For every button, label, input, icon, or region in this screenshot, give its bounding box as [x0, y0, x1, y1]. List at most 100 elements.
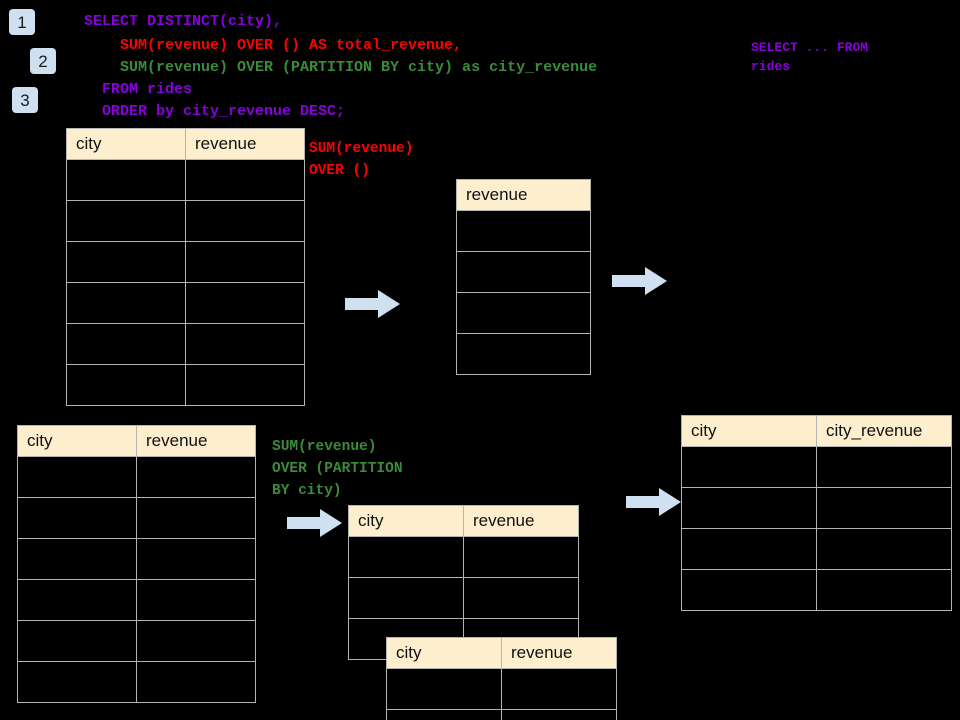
table-cell [456, 210, 591, 252]
table-cell [66, 282, 186, 324]
step-badge-2-label: 2 [38, 51, 48, 71]
table-cell [66, 159, 186, 201]
table-cell [386, 709, 502, 720]
arrow-partition-to-result [626, 488, 681, 516]
arrow-rides-to-partition [287, 509, 342, 537]
table-cell [816, 487, 952, 529]
table-cell [17, 620, 137, 662]
table-cell [348, 577, 464, 619]
table-cell [816, 569, 952, 611]
table-cell [17, 497, 137, 539]
table-cell [185, 200, 305, 242]
table-cell [185, 282, 305, 324]
column-header-city: city [66, 128, 186, 160]
table-row [386, 668, 617, 710]
table-cell [17, 456, 137, 498]
table-cell [136, 620, 256, 662]
arrow-rides-to-total [345, 290, 400, 318]
table-row [456, 251, 591, 293]
table-row [17, 579, 256, 621]
table-cell [501, 709, 617, 720]
table-row [681, 446, 952, 488]
table-row [17, 497, 256, 539]
table-cell [681, 569, 817, 611]
step-badge-1-label: 1 [17, 12, 27, 32]
step-badge-3: 3 [12, 87, 38, 113]
table-cell [816, 528, 952, 570]
table-row [66, 364, 305, 406]
table-cell [136, 456, 256, 498]
rides-source-table-bottom: city revenue [17, 425, 256, 703]
table-cell [185, 241, 305, 283]
table-cell [136, 538, 256, 580]
table-cell [136, 661, 256, 703]
table-cell [681, 528, 817, 570]
table-cell [463, 577, 579, 619]
table-cell [681, 487, 817, 529]
side-note-line-2: rides [751, 59, 791, 74]
table-cell [185, 159, 305, 201]
side-note-line-1: SELECT ... FROM [751, 40, 869, 55]
table-cell [17, 579, 137, 621]
column-header-revenue: revenue [185, 128, 305, 160]
table-row [17, 538, 256, 580]
sql-line-from: FROM rides [84, 81, 193, 98]
result-table: city city_revenue [681, 415, 952, 611]
column-header-revenue: revenue [456, 179, 591, 211]
arrow-total-to-result [612, 267, 667, 295]
rides-source-table-top: city revenue [66, 128, 305, 406]
table-row [456, 210, 591, 252]
table-cell [456, 251, 591, 293]
column-header-city: city [17, 425, 137, 457]
column-header-city: city [681, 415, 817, 447]
step-badge-2: 2 [30, 48, 56, 74]
table-header-row: city revenue [66, 128, 305, 160]
table-cell [681, 446, 817, 488]
column-header-city-revenue: city_revenue [816, 415, 952, 447]
table-cell [66, 241, 186, 283]
annotation-total-revenue: SUM(revenue) OVER () [309, 141, 414, 179]
table-header-row: revenue [456, 179, 591, 211]
table-row [348, 577, 579, 619]
table-row [17, 456, 256, 498]
table-cell [501, 668, 617, 710]
table-header-row: city revenue [17, 425, 256, 457]
total-revenue-table: revenue [456, 179, 591, 375]
table-row [348, 536, 579, 578]
table-cell [348, 536, 464, 578]
partition-table-front: city revenue [386, 637, 617, 720]
table-row [66, 200, 305, 242]
table-cell [136, 579, 256, 621]
table-header-row: city revenue [348, 505, 579, 537]
table-cell [17, 538, 137, 580]
step-badge-3-label: 3 [20, 90, 30, 110]
table-header-row: city revenue [386, 637, 617, 669]
sql-line-select: SELECT DISTINCT(city), [84, 13, 283, 30]
column-header-revenue: revenue [463, 505, 579, 537]
table-cell [17, 661, 137, 703]
table-row [17, 620, 256, 662]
step-badge-1: 1 [9, 9, 35, 35]
table-row [17, 661, 256, 703]
table-row [66, 241, 305, 283]
table-cell [66, 323, 186, 365]
table-cell [66, 200, 186, 242]
table-row [681, 528, 952, 570]
table-row [66, 282, 305, 324]
table-cell [456, 292, 591, 334]
table-row [66, 323, 305, 365]
sql-line-total-revenue: SUM(revenue) OVER () AS total_revenue, [84, 37, 463, 54]
column-header-city: city [348, 505, 464, 537]
table-cell [185, 364, 305, 406]
sql-line-order-by: ORDER by city_revenue DESC; [84, 103, 346, 120]
sql-line-city-revenue: SUM(revenue) OVER (PARTITION BY city) as… [84, 59, 598, 76]
column-header-revenue: revenue [136, 425, 256, 457]
table-row [456, 333, 591, 375]
column-header-revenue: revenue [501, 637, 617, 669]
annotation-partition-by: SUM(revenue) OVER (PARTITION BY city) [272, 439, 403, 499]
table-cell [386, 668, 502, 710]
table-row [66, 159, 305, 201]
table-row [386, 709, 617, 720]
table-cell [463, 536, 579, 578]
